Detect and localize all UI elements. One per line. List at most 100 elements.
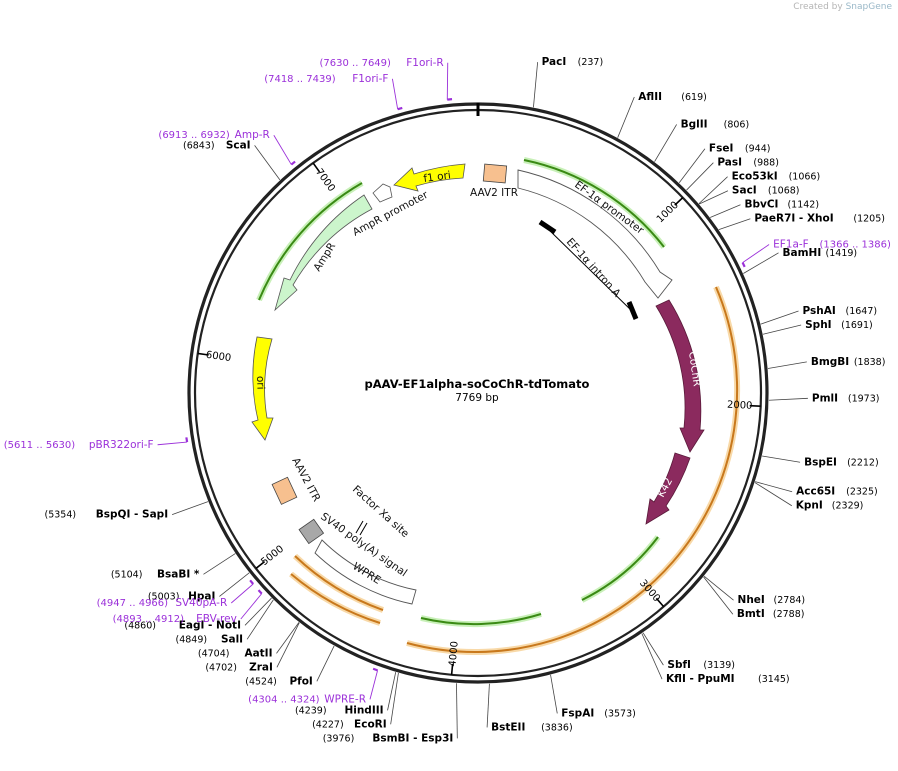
primer-site: WPRE-R(4304 .. 4324) <box>248 667 379 705</box>
enzyme-position: (1838) <box>854 357 886 368</box>
enzyme-position: (4849) <box>176 634 208 645</box>
enzyme-name: ZraI <box>249 661 273 673</box>
enzyme-site: KflI - PpuMI(3145) <box>641 633 790 685</box>
enzyme-site: ZraI (4702) <box>205 622 300 673</box>
enzyme-position: (4227) <box>312 719 344 730</box>
primer-leader-line <box>391 78 399 110</box>
enzyme-site: BmtI(2788) <box>703 576 804 620</box>
enzyme-leader-line <box>654 124 677 162</box>
enzyme-leader-line <box>678 148 706 184</box>
enzyme-leader-line <box>743 252 779 274</box>
enzyme-site: Acc65I(2325) <box>755 481 878 498</box>
aav2-itr-bottom <box>271 476 298 505</box>
enzyme-position: (5003) <box>148 591 180 602</box>
enzyme-site: NheI(2784) <box>703 575 806 606</box>
enzyme-leader-line <box>390 672 399 725</box>
primer-site: SV40pA-R(4947 .. 4966) <box>97 579 255 609</box>
ef1a-intron-bar <box>544 225 636 315</box>
enzyme-site: FseI(944) <box>678 143 771 184</box>
enzyme-position: (237) <box>578 57 604 68</box>
cochr-arrow <box>655 299 705 453</box>
enzyme-position: (5104) <box>111 569 143 580</box>
enzyme-site: AatII(4704) <box>198 622 300 659</box>
primer-name: Amp-R <box>235 129 270 141</box>
enzyme-position: (4702) <box>205 662 237 673</box>
enzyme-name: SbfI <box>667 659 691 671</box>
primer-name: WPRE-R <box>324 693 366 705</box>
tick-mark <box>749 404 761 408</box>
enzyme-leader-line <box>703 576 734 615</box>
enzyme-leader-line <box>533 62 539 108</box>
backbone <box>187 102 769 684</box>
enzyme-site: PfoI(4524) <box>245 645 335 687</box>
arc-annotations <box>256 157 741 655</box>
f1-ori-arrow <box>393 163 466 192</box>
enzyme-site: PmlI(1973) <box>768 392 879 404</box>
label-ef1a-intron: EF-1α intron A <box>564 236 623 300</box>
enzyme-position: (1205) <box>853 214 885 225</box>
primer-name: EBV-rev <box>196 613 237 625</box>
enzyme-position: (3139) <box>703 660 735 671</box>
enzyme-position: (4524) <box>245 676 277 687</box>
enzyme-position: (1142) <box>787 200 819 211</box>
enzyme-name: PaeR7I - XhoI <box>754 213 833 225</box>
primer-range: (5611 .. 5630) <box>4 440 76 451</box>
primer-mark <box>397 106 403 111</box>
enzyme-name: EagI - NotI <box>179 619 241 631</box>
enzyme-position: (1647) <box>846 306 878 317</box>
enzyme-site: EcoRI(4227) <box>312 672 399 730</box>
primer-site: pBR322ori-F(5611 .. 5630) <box>4 437 189 451</box>
enzyme-leader-line <box>486 683 490 728</box>
enzyme-position: (806) <box>724 119 750 130</box>
enzyme-name: SacI <box>732 185 757 197</box>
aav2-itr-top <box>482 163 508 184</box>
enzyme-leader-line <box>276 622 300 654</box>
enzyme-site: Eco53kI(1066) <box>698 171 820 204</box>
plasmid-name: pAAV-EF1alpha-soCoChR-tdTomato <box>365 377 590 391</box>
enzyme-leader-line <box>767 361 807 369</box>
primer-site: EF1a-F(1366 .. 1386) <box>741 239 891 268</box>
enzyme-position: (2784) <box>774 595 806 606</box>
snapgene-watermark: Created by SnapGene <box>793 2 892 12</box>
enzyme-site: SbfI (3139) <box>642 632 735 671</box>
enzyme-leader-line <box>246 599 274 640</box>
restriction-sites: PacI(237)AflII(619)BglII(806)FseI(944)Pa… <box>45 56 886 744</box>
enzyme-name: BsaBI * <box>157 568 200 580</box>
label-aav2-itr-top: AAV2 ITR <box>470 187 518 199</box>
brand-prefix: Created by <box>793 2 843 12</box>
enzyme-name: ScaI <box>226 139 251 151</box>
enzyme-site: BsaBI * (5104) <box>111 553 236 580</box>
primer-leader-line <box>742 244 770 263</box>
enzyme-position: (2325) <box>846 487 878 498</box>
primer-range: (4893 .. 4912) <box>113 614 185 625</box>
tick-mark <box>255 560 266 570</box>
enzyme-leader-line <box>762 324 802 335</box>
enzyme-position: (944) <box>745 144 771 155</box>
enzyme-position: (988) <box>753 158 779 169</box>
primer-range: (7630 .. 7649) <box>320 58 392 69</box>
enzyme-position: (1068) <box>768 186 800 197</box>
enzyme-site: ScaI(6843) <box>183 139 281 181</box>
primer-mark <box>372 667 378 672</box>
label-cochr: CoChR <box>686 351 703 387</box>
tick-label: 4000 <box>447 641 460 667</box>
enzyme-site: KpnI(2329) <box>754 482 863 512</box>
primer-range: (7418 .. 7439) <box>264 74 336 85</box>
enzyme-site: BmgBI(1838) <box>767 356 886 369</box>
enzyme-position: (5354) <box>45 510 77 521</box>
tick-label: 5000 <box>259 544 286 568</box>
enzyme-leader-line <box>316 645 335 682</box>
primer-range: (6913 .. 6932) <box>158 130 230 141</box>
enzyme-leader-line <box>244 597 272 626</box>
enzyme-leader-line <box>617 96 635 138</box>
enzyme-site: SacI (1068) <box>699 185 800 205</box>
label-f1-ori: f1 ori <box>423 169 452 185</box>
enzyme-leader-line <box>550 674 558 714</box>
enzyme-site: PshAI(1647) <box>760 305 878 325</box>
enzyme-leader-line <box>698 176 728 204</box>
enzyme-leader-line <box>203 553 236 575</box>
enzyme-position: (4239) <box>295 705 327 716</box>
enzyme-name: PmlI <box>812 392 838 404</box>
enzyme-position: (1419) <box>826 248 858 259</box>
enzyme-name: Eco53kI <box>732 171 778 183</box>
